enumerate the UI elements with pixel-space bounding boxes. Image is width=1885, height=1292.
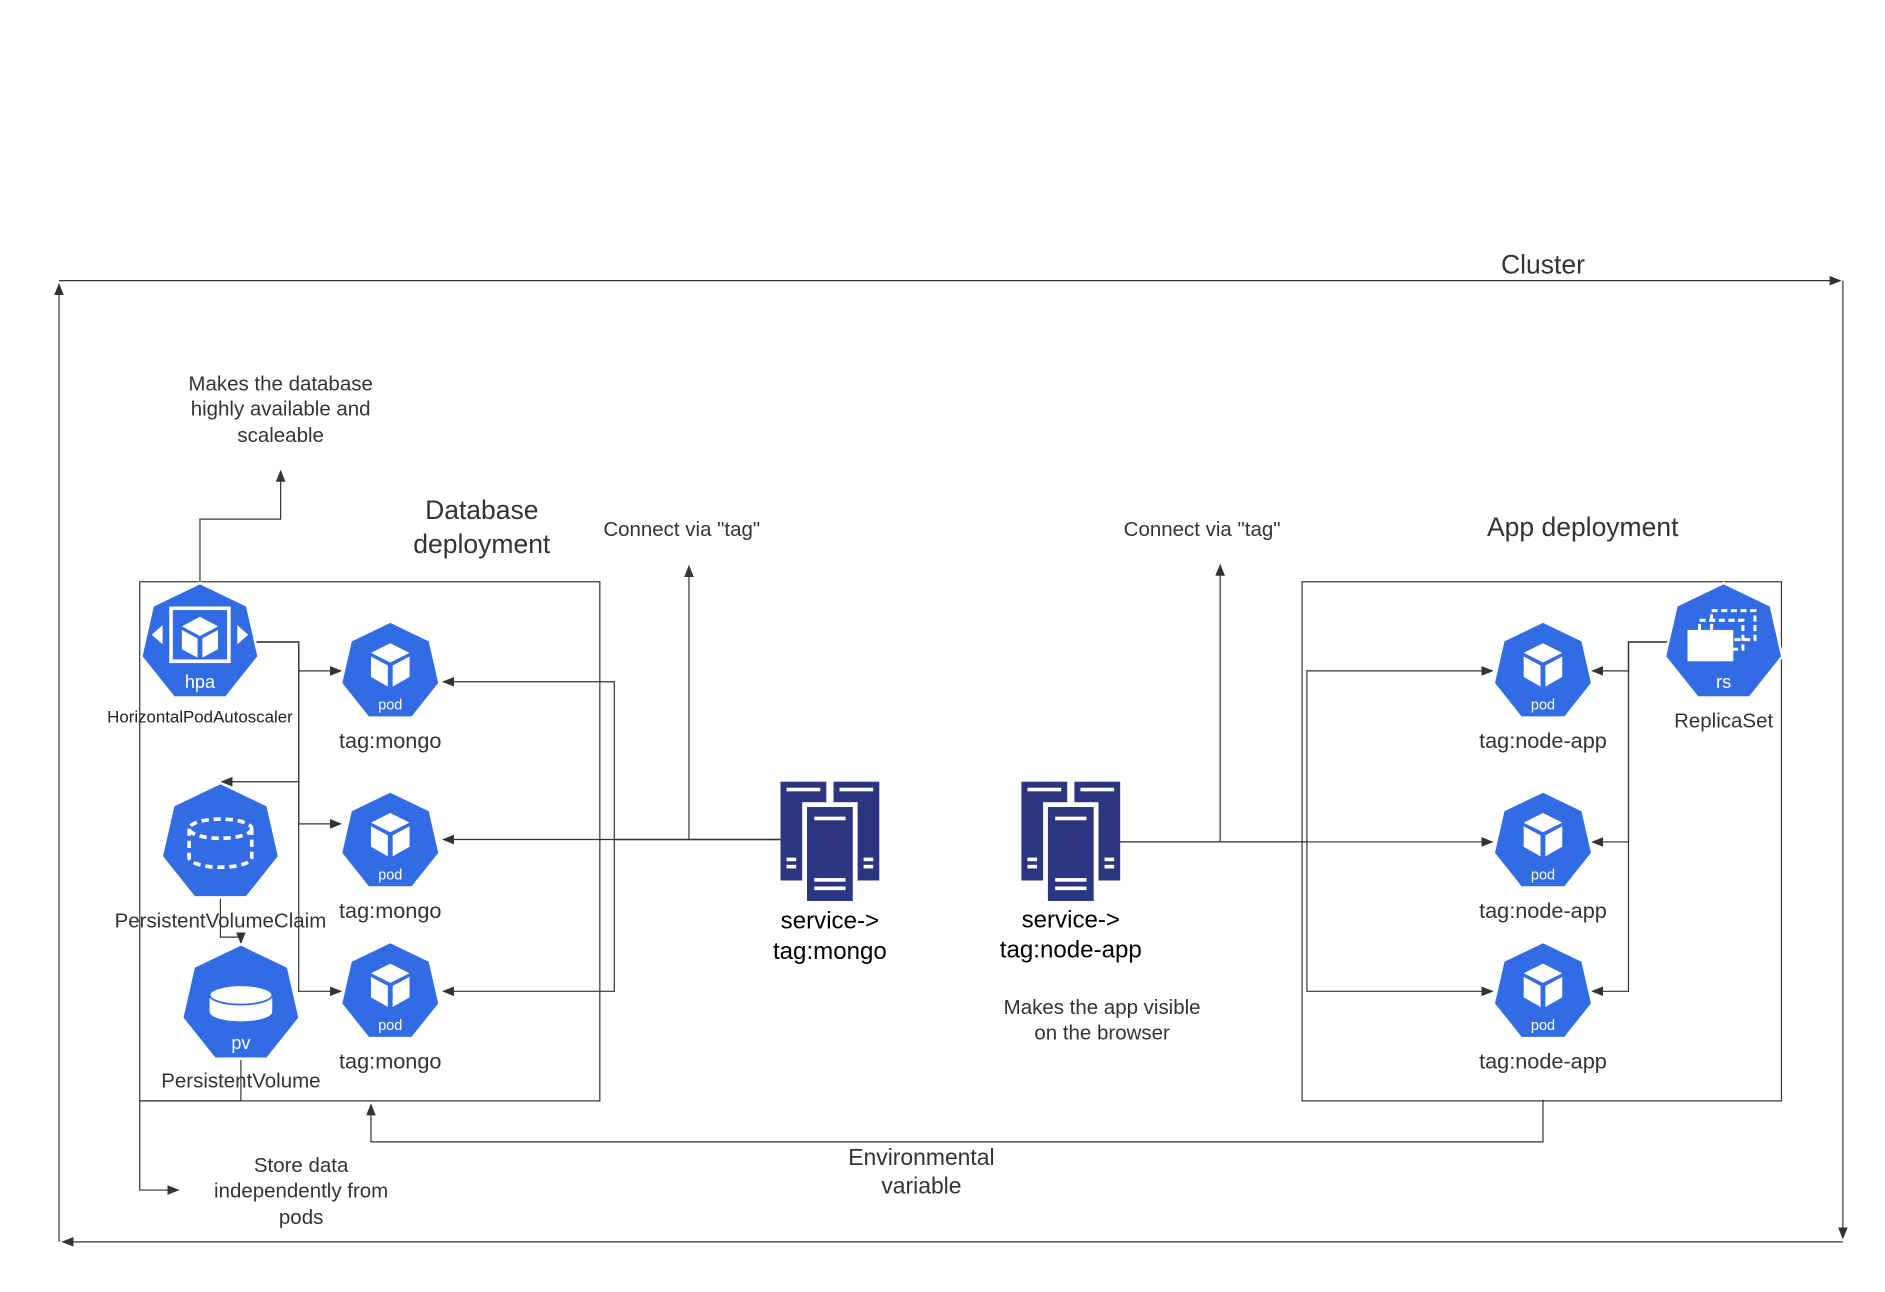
db-pod-3-tag: tag:mongo (339, 1049, 442, 1074)
mongo-service-label: service-> tag:mongo (772, 908, 887, 965)
app-pod-1: pod (1492, 620, 1594, 719)
app-pod-2: pod (1492, 790, 1594, 889)
app-pod-3-tag: tag:node-app (1479, 1049, 1607, 1074)
node-app-service-server-icon (1021, 781, 1121, 901)
cylinder-icon: pv (180, 942, 301, 1060)
pv-caption: PersistentVolume (161, 1069, 321, 1093)
hpa-caption: HorizontalPodAutoscaler (107, 707, 293, 727)
pod-icon-label: pod (378, 1018, 402, 1034)
pod-icon-label: pod (378, 867, 402, 883)
app-pod-3: pod (1492, 940, 1594, 1040)
hpa-purpose-note: Makes the database highly available and … (188, 372, 373, 447)
node-app-service-label: service-> tag:node-app (999, 906, 1142, 964)
dashed-cylinder-icon (160, 781, 281, 899)
database-deployment-title: Database deployment (413, 495, 551, 559)
hpa-icon-label: hpa (185, 672, 216, 692)
db-pod-2: pod (339, 790, 441, 889)
pvc-caption: PersistentVolumeClaim (114, 909, 327, 933)
app-deployment-title: App deployment (1486, 511, 1679, 543)
connect-via-tag-right: Connect via "tag" (1123, 517, 1281, 541)
cluster-boundary (54, 275, 1848, 1247)
db-pod-1-tag: tag:mongo (339, 728, 442, 753)
pod-icon-label: pod (1531, 867, 1555, 883)
pv-icon-label: pv (231, 1033, 250, 1053)
db-pod-2-tag: tag:mongo (339, 898, 442, 923)
cluster-label: Cluster (1500, 249, 1585, 280)
connectors (139, 469, 1669, 1195)
db-pod-3: pod (339, 940, 441, 1040)
mongo-service-server-icon (780, 781, 880, 901)
env-variable-note: Environmental variable (848, 1145, 995, 1200)
database-deployment-box (139, 581, 601, 1102)
pod-icon-label: pod (378, 697, 402, 713)
store-data-note: Store data independently from pods (214, 1153, 389, 1228)
app-visible-note: Makes the app visible on the browser (1003, 996, 1201, 1045)
pod-icon-label: pod (1531, 1018, 1555, 1034)
app-pod-1-tag: tag:node-app (1479, 728, 1607, 753)
db-pod-1: pod (339, 620, 441, 719)
app-pod-2-tag: tag:node-app (1479, 898, 1607, 923)
replicaset-caption: ReplicaSet (1674, 709, 1774, 733)
replicaset-icon: rs (1663, 581, 1784, 699)
rs-icon-label: rs (1716, 672, 1731, 692)
pod-icon-label: pod (1531, 697, 1555, 713)
connect-via-tag-left: Connect via "tag" (603, 517, 761, 541)
hpa-icon: hpa (139, 581, 260, 699)
